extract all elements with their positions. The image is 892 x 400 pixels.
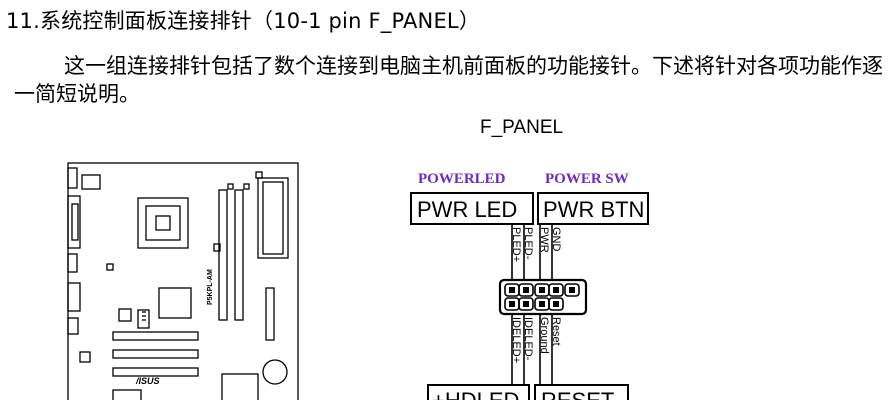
- pin-label-ideled-plus: IDELED+: [510, 317, 522, 363]
- pin-dot: [523, 287, 529, 293]
- power-connector: [257, 177, 289, 259]
- section-paragraph: 这一组连接排针包括了数个连接到电脑主机前面板的功能接针。下述将针对各项功能作逐一…: [14, 54, 883, 106]
- powerled-group-label: POWERLED: [418, 171, 506, 187]
- pwr-led-box: [410, 192, 534, 225]
- cmos-battery: [262, 359, 288, 385]
- cpu-socket: [137, 197, 189, 249]
- pin-dot: [553, 287, 559, 293]
- hdled-box: [427, 384, 530, 400]
- pin-header: [498, 278, 588, 316]
- pin-dot: [509, 287, 515, 293]
- pin-label-gnd: GND: [550, 227, 562, 252]
- pin-label-pled-plus: PLED+: [510, 227, 522, 262]
- dimm-slot: [234, 189, 244, 321]
- pin: [564, 283, 580, 297]
- pin: [548, 283, 564, 297]
- pin-dot: [553, 301, 559, 307]
- pin-dot: [523, 301, 529, 307]
- pin-dot: [539, 301, 545, 307]
- pin-label-ideled-minus: IDELED-: [522, 317, 534, 361]
- figure-title: F_PANEL: [480, 117, 564, 138]
- section-heading: 11.系统控制面板连接排针（10-1 pin F_PANEL）: [6, 9, 481, 33]
- pin-dot: [539, 287, 545, 293]
- pwr-btn-box: [537, 192, 649, 225]
- pin-label-reset: Reset: [550, 317, 562, 346]
- power-sw-group-label: POWER SW: [545, 171, 629, 187]
- asus-logo: /ISUS: [135, 376, 160, 386]
- pin-label-ground: Ground: [538, 317, 550, 354]
- reset-label: RESET: [541, 388, 614, 400]
- pwr-led-label: PWR LED: [417, 197, 517, 222]
- reset-box: [534, 384, 629, 400]
- pin-dot: [509, 301, 515, 307]
- dimm-slot: [218, 189, 228, 321]
- pci-slot: [112, 349, 199, 359]
- pwr-btn-label: PWR BTN: [543, 197, 644, 222]
- hdled-label: +HDLED: [432, 388, 519, 400]
- pin-label-pled-minus: PLED-: [522, 227, 534, 260]
- pin-label-pwr: PWR: [538, 227, 550, 253]
- pin: [548, 297, 564, 311]
- pci-slot: [112, 331, 199, 341]
- motherboard-drawing: [67, 162, 299, 400]
- board-model-label: P5KPL-AM: [207, 269, 214, 305]
- chipset: [158, 287, 192, 319]
- pin: [518, 283, 534, 297]
- pin: [518, 297, 534, 311]
- pin-dot: [569, 287, 575, 293]
